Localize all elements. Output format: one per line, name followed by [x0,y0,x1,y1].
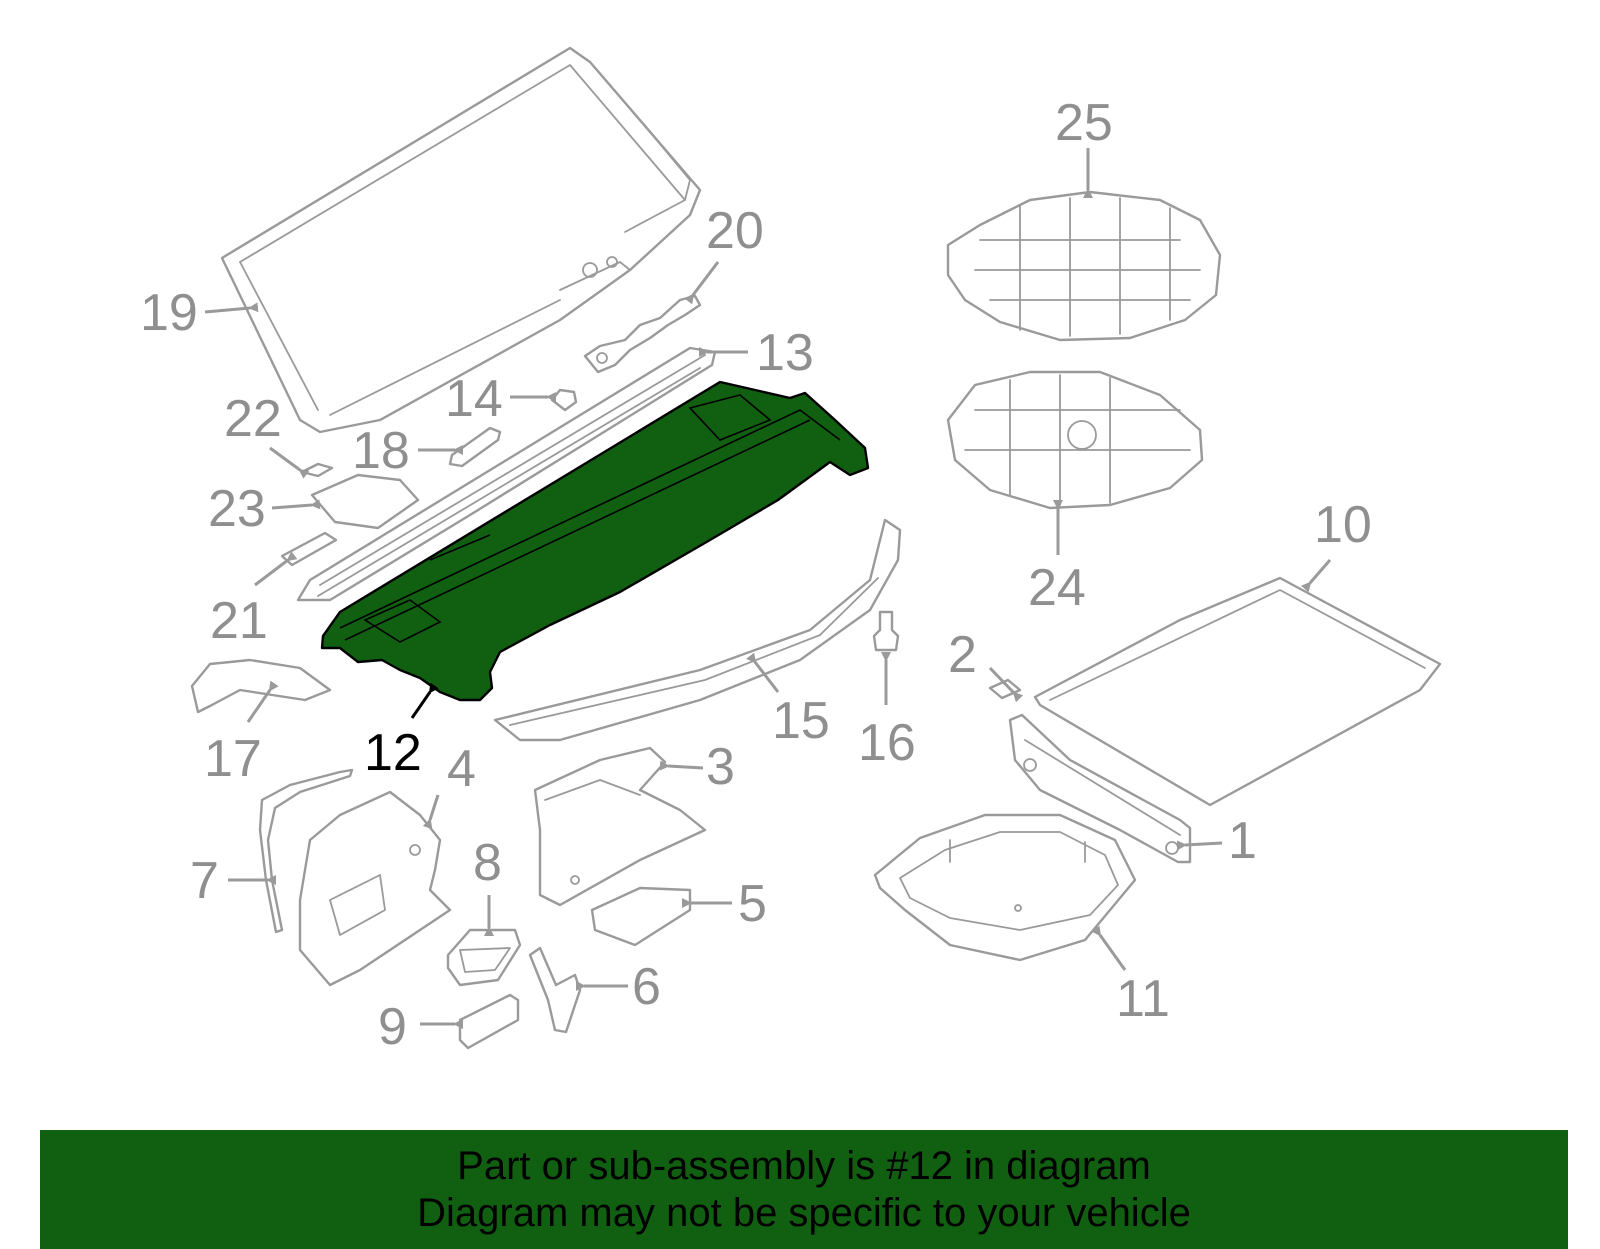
banner-line-1: Part or sub-assembly is #12 in diagram [457,1143,1151,1188]
callout-4: 4 [447,740,476,798]
callout-21: 21 [210,592,268,650]
part-25-floor-board[interactable] [946,190,1222,342]
part-18-handle[interactable] [448,426,502,468]
part-21-strip[interactable] [280,531,338,567]
part-5-bracket[interactable] [590,886,692,947]
callout-1: 1 [1228,812,1257,870]
part-8-holder[interactable] [446,928,522,987]
part-23-cover[interactable] [310,473,420,530]
callout-17: 17 [204,730,262,788]
callout-2: 2 [948,626,977,684]
callout-12: 12 [364,724,422,782]
callout-9: 9 [378,998,407,1056]
callout-19: 19 [140,284,198,342]
part-4-trunk-side-panel[interactable] [298,790,452,987]
callout-14: 14 [445,370,503,428]
part-2-clip[interactable] [988,678,1022,700]
callout-3: 3 [706,738,735,796]
info-banner: Part or sub-assembly is #12 in diagram D… [40,1130,1568,1249]
parts-diagram: 1 2 3 4 5 6 7 8 9 10 11 12 13 14 15 16 1… [140,46,1442,1056]
callout-25: 25 [1055,94,1113,152]
callout-6: 6 [632,958,661,1016]
part-24-tray[interactable] [946,370,1204,510]
callout-5: 5 [738,875,767,933]
part-22-clip[interactable] [300,462,334,478]
callout-11: 11 [1116,970,1170,1028]
callout-20: 20 [706,202,764,260]
part-19-roller-blind[interactable] [220,46,702,434]
callout-8: 8 [473,834,502,892]
part-14-clip[interactable] [550,388,578,412]
callout-22: 22 [224,390,282,448]
callout-10: 10 [1314,496,1372,554]
part-9-cover[interactable] [458,993,520,1050]
callout-15: 15 [772,692,830,750]
callout-18: 18 [352,422,410,480]
part-13-rail[interactable] [296,346,717,602]
callout-24: 24 [1028,559,1086,617]
part-15-trim[interactable] [493,518,902,742]
part-11-spare-well[interactable] [873,813,1137,962]
part-12-parcel-shelf[interactable] [320,380,870,702]
part-17-end-cap[interactable] [190,658,332,714]
callout-16: 16 [858,714,916,772]
part-6-hinge[interactable] [528,946,582,1034]
banner-line-2: Diagram may not be specific to your vehi… [417,1190,1191,1235]
part-10-trunk-mat[interactable] [1033,576,1442,807]
part-3-side-trim[interactable] [533,746,707,907]
part-7-seal-strip[interactable] [258,768,354,934]
callout-13: 13 [756,324,814,382]
part-16-push-clip[interactable] [872,610,900,652]
callout-7: 7 [190,852,219,910]
leader-lines [204,148,1332,1029]
callout-labels: 1 2 3 4 5 6 7 8 9 10 11 12 13 14 15 16 1… [140,94,1372,1056]
callout-23: 23 [208,480,266,538]
part-1-sill-panel[interactable] [1008,713,1192,864]
part-20-bracket[interactable] [583,294,702,374]
